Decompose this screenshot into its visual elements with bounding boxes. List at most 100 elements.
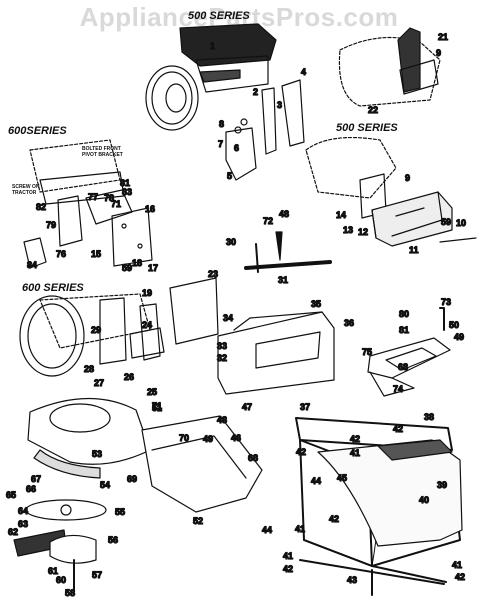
part-number: 81	[120, 178, 130, 188]
series-label-500-top: 500 SERIES	[188, 10, 250, 22]
part-number: 54	[100, 480, 110, 490]
part-number: 79	[46, 220, 56, 230]
catcher-bag-40	[317, 439, 463, 547]
part-number: 16	[145, 204, 155, 214]
part-number: 41	[350, 448, 360, 458]
tractor-rear-500-right	[305, 27, 441, 219]
part-number: 36	[344, 318, 354, 328]
part-number: 21	[438, 32, 448, 42]
part-number: 72	[263, 216, 273, 226]
part-number: 71	[152, 401, 162, 411]
part-number: 51	[152, 403, 162, 413]
part-number: 59	[441, 217, 451, 227]
part-number: 42	[329, 514, 339, 524]
series-label-500-right: 500 SERIES	[336, 122, 398, 134]
part-number: 32	[217, 353, 227, 363]
part-number: 3	[277, 100, 282, 110]
bolt-10	[439, 237, 477, 243]
rear-weight	[371, 191, 453, 247]
part-number: 84	[27, 260, 37, 270]
part-number: 10	[456, 218, 466, 228]
tractor-rear-500-top	[145, 23, 277, 131]
part-number: 67	[31, 474, 41, 484]
part-number: 7	[218, 139, 223, 149]
part-number: 43	[347, 575, 357, 585]
part-number: 28	[84, 364, 94, 374]
part-number: 17	[148, 263, 158, 273]
part-number: 23	[208, 269, 218, 279]
part-number: 12	[358, 227, 368, 237]
part-number: 29	[91, 325, 101, 335]
note-bolted-front-pivot: BOLTED FRONT PIVOT BRACKET	[82, 146, 123, 158]
part-number: 48	[279, 209, 289, 219]
part-number: 60	[56, 575, 66, 585]
part-number: 55	[115, 507, 125, 517]
part-number: 63	[18, 519, 28, 529]
series-label-600-lower: 600 SERIES	[22, 282, 84, 294]
part-number: 22	[368, 105, 378, 115]
part-number: 38	[424, 412, 434, 422]
part-number: 6	[234, 143, 239, 153]
part-number: 57	[92, 570, 102, 580]
clip-84	[23, 237, 47, 269]
series-label-600-upper: 600SERIES	[8, 125, 67, 137]
part-number: 61	[48, 566, 58, 576]
part-number: 18	[132, 258, 142, 268]
part-number: 5	[227, 171, 232, 181]
part-number: 81	[399, 325, 409, 335]
rod-31	[244, 260, 332, 270]
part-number: 68	[248, 453, 258, 463]
spindle-assembly	[13, 499, 107, 593]
part-number: 8	[219, 119, 224, 129]
tractor-600-lower	[19, 293, 151, 377]
part-number: 11	[409, 245, 419, 255]
part-number: 35	[311, 299, 321, 309]
part-number: 19	[142, 288, 152, 298]
mower-deck-housing	[27, 397, 151, 479]
part-number: 45	[337, 473, 347, 483]
part-number: 15	[91, 249, 101, 259]
part-number: 65	[6, 490, 16, 500]
part-number: 9	[436, 48, 441, 58]
part-number: 53	[92, 449, 102, 459]
part-number: 77	[88, 192, 98, 202]
part-number: 71	[111, 199, 121, 209]
part-number: 42	[350, 434, 360, 444]
part-number: 83	[122, 187, 132, 197]
frame-brackets-600	[99, 277, 219, 365]
part-number: 42	[393, 424, 403, 434]
part-number: 2	[253, 87, 258, 97]
part-number: 82	[36, 202, 46, 212]
part-number: 50	[449, 320, 459, 330]
part-number: 58	[65, 588, 75, 598]
handle-73	[439, 307, 445, 331]
part-number: 41	[452, 560, 462, 570]
part-number: 44	[262, 525, 272, 535]
part-number: 25	[147, 387, 157, 397]
part-number: 75	[362, 347, 372, 357]
part-number: 37	[300, 402, 310, 412]
chute-52	[141, 415, 263, 513]
part-number: 1	[210, 41, 215, 51]
part-number: 42	[455, 572, 465, 582]
part-number: 64	[18, 506, 28, 516]
part-number: 49	[454, 332, 464, 342]
part-number: 78	[104, 193, 114, 203]
tube-43-base	[299, 559, 445, 585]
part-number: 39	[437, 480, 447, 490]
part-number: 27	[94, 378, 104, 388]
part-number: 4	[301, 67, 306, 77]
part-number: 31	[278, 275, 288, 285]
part-number: 74	[393, 384, 403, 394]
chute-adapter-35	[217, 311, 335, 395]
mount-plate-16	[111, 207, 153, 267]
bracket-500-mount	[225, 79, 305, 181]
part-number: 46	[231, 433, 241, 443]
part-number: 56	[108, 535, 118, 545]
part-number: 48	[217, 415, 227, 425]
part-number: 52	[193, 516, 203, 526]
part-number: 66	[26, 484, 36, 494]
part-number: 33	[217, 341, 227, 351]
